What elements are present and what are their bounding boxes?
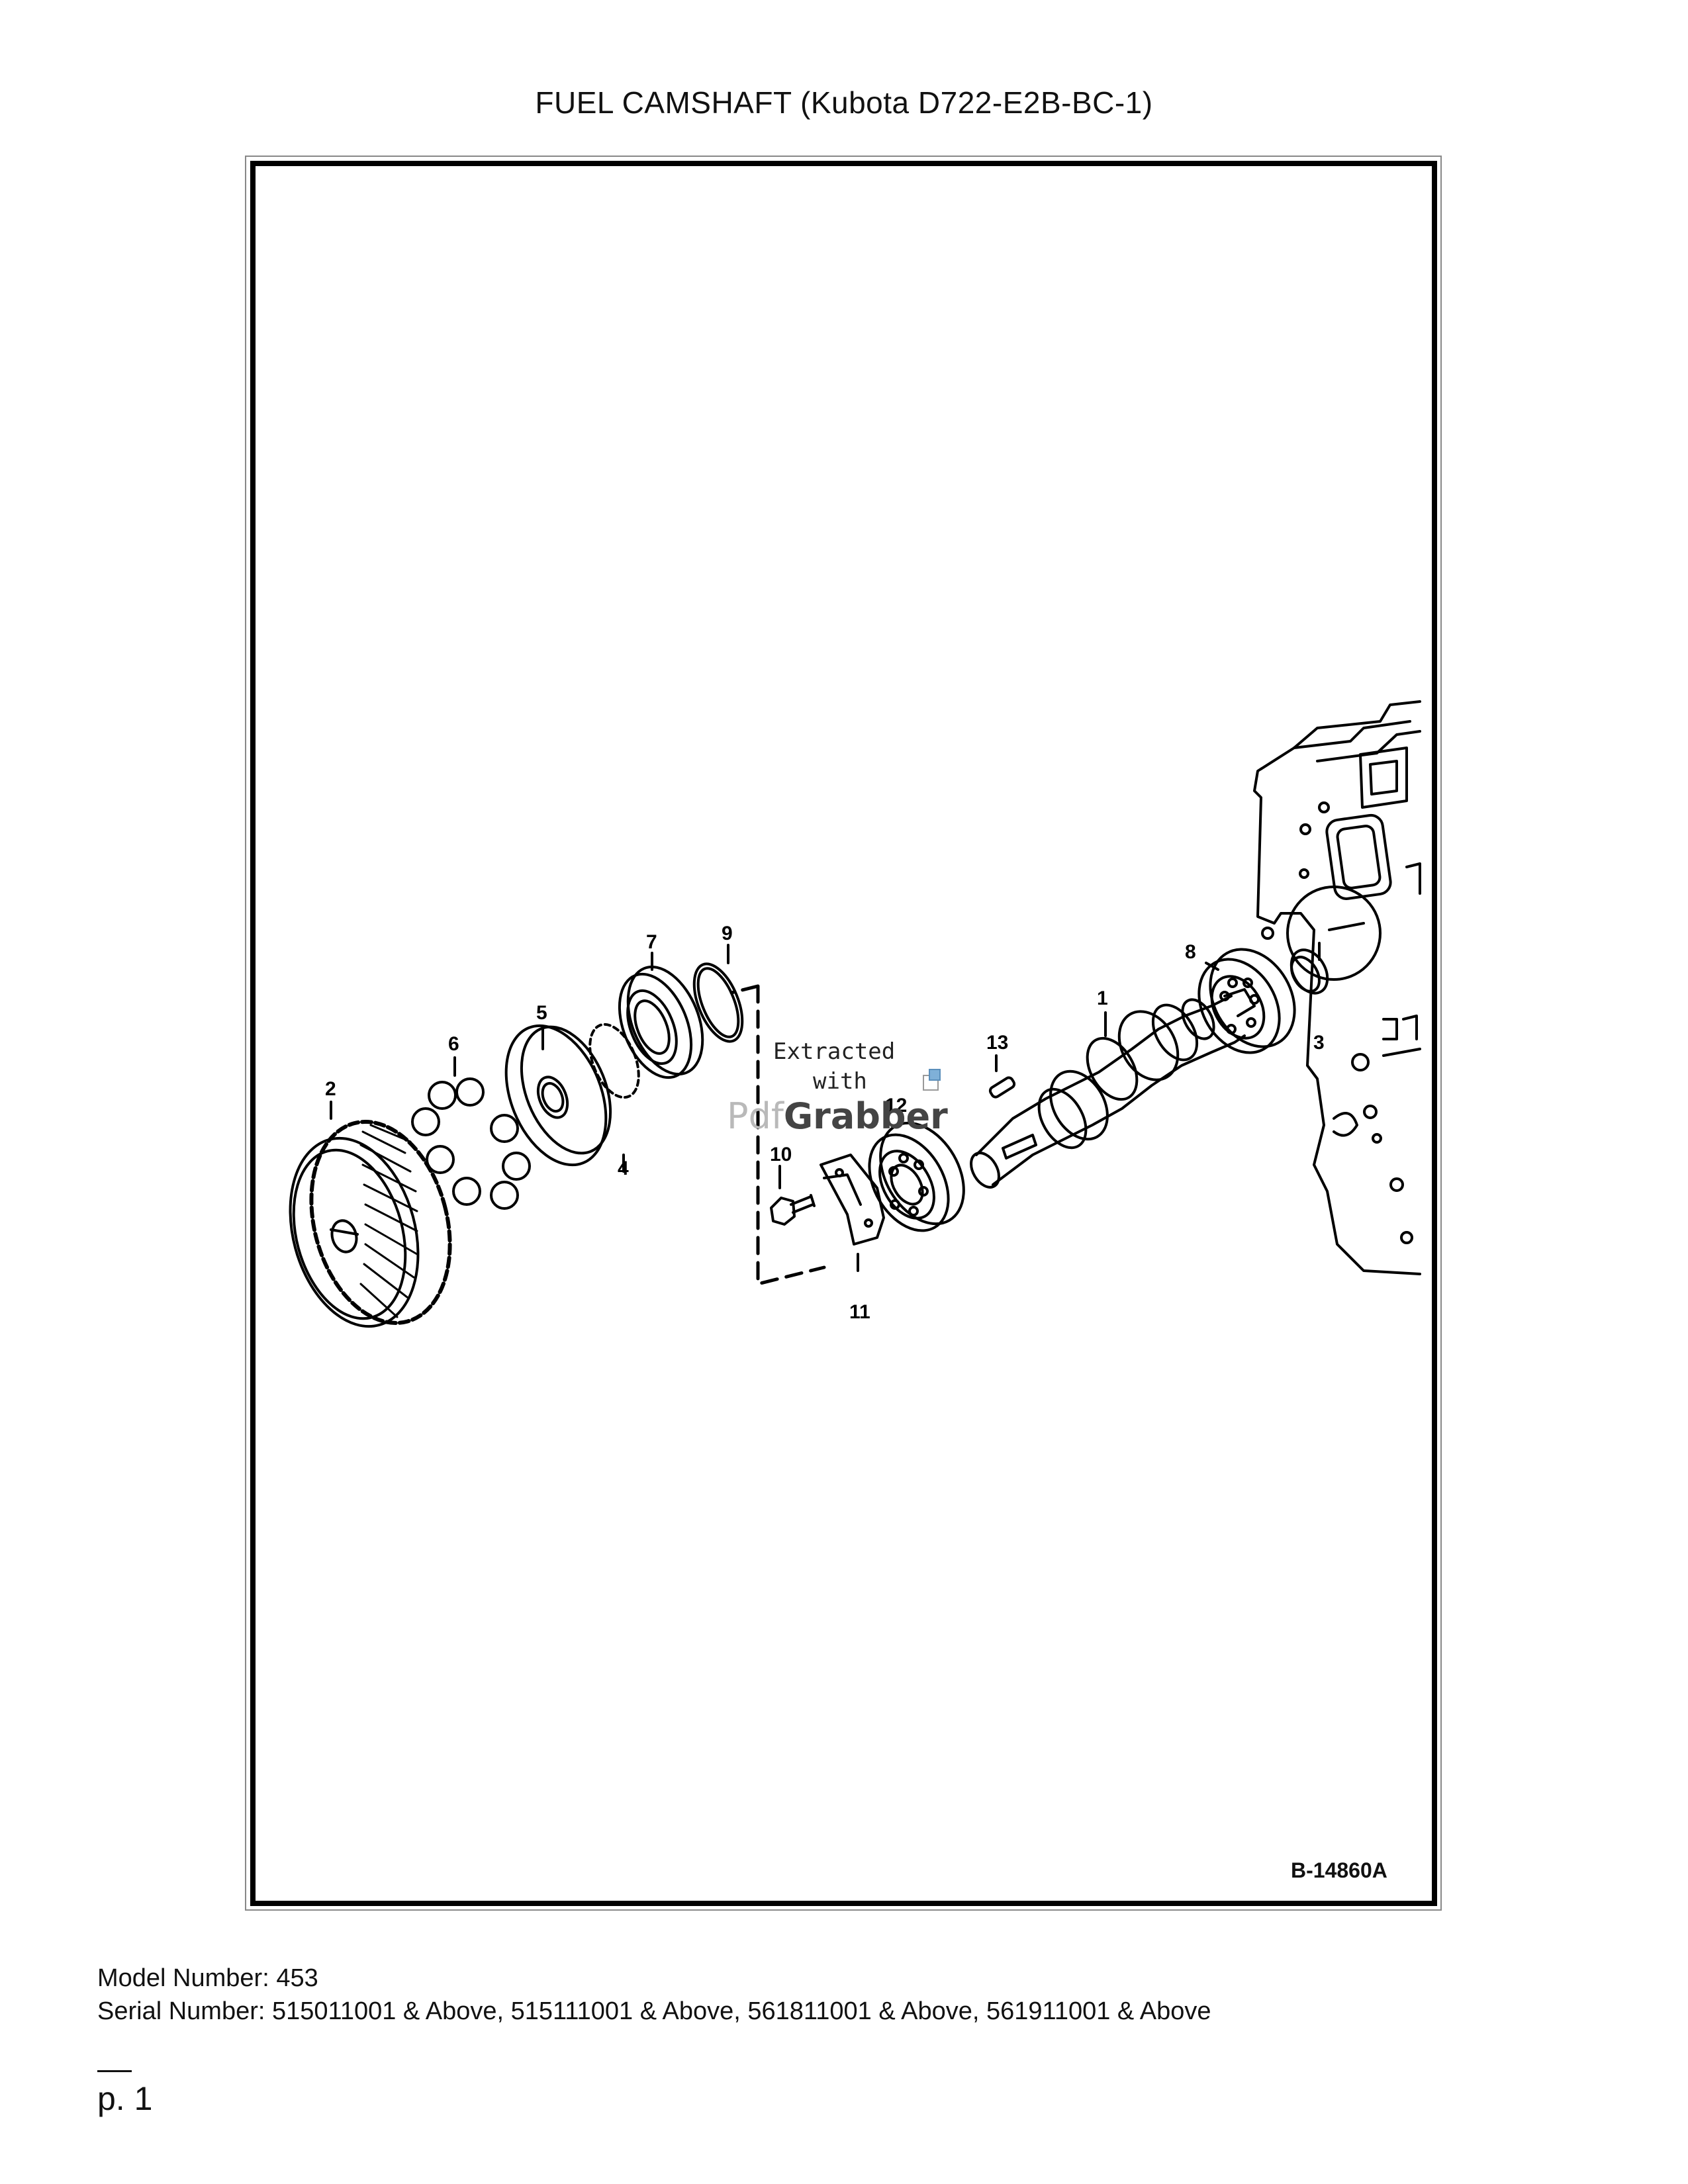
page-number: p. 1 [97,2080,153,2117]
callout-6: 6 [448,1033,459,1055]
assembly-bracket [729,984,826,1286]
callout-2: 2 [325,1078,336,1100]
part-1-camshaft [970,988,1256,1189]
diagram-frame-outer [245,156,1442,1911]
callout-8: 8 [1185,941,1196,963]
callout-12: 12 [885,1095,907,1116]
part-3-snap-ring [1289,948,1329,995]
callout-11: 11 [849,1301,870,1323]
part-9-snap-ring [692,962,744,1043]
callout-10: 10 [770,1144,792,1165]
watermark-line-2: with [813,1068,867,1095]
page-title: FUEL CAMSHAFT (Kubota D722-E2B-BC-1) [535,85,1153,120]
model-number: Model Number: 453 [97,1964,318,1992]
engine-block [1253,700,1421,1275]
callout-3: 3 [1313,1032,1325,1054]
watermark-brand: PdfGrabber [727,1095,948,1137]
watermark-brand-light: Pdf [727,1095,785,1137]
part-6-balls [411,1077,531,1210]
serial-number: Serial Number: 515011001 & Above, 515111… [97,1997,1211,2025]
diagram-frame [250,161,1437,1906]
part-10-bolt [770,1194,816,1226]
part-13-key [988,1076,1016,1099]
watermark-brand-bold: Grabber [784,1095,948,1137]
part-7-bearing [618,965,704,1079]
callout-9: 9 [722,923,733,944]
watermark-line-1: Extracted [773,1038,895,1065]
extraction-watermark: Extracted with PdfGrabber [727,1038,948,1137]
callout-13: 13 [986,1032,1008,1054]
callout-1: 1 [1097,987,1108,1009]
page-number-rule [97,2070,132,2072]
part-2-gear [289,1120,452,1328]
callout-4: 4 [618,1158,629,1179]
callout-5: 5 [536,1002,547,1024]
part-8-bearing [1197,948,1296,1054]
part-11-retainer [820,1154,885,1246]
part-5-thrust-plate [504,1024,612,1167]
figure-id: B-14860A [1291,1858,1387,1882]
callout-7: 7 [646,931,657,953]
